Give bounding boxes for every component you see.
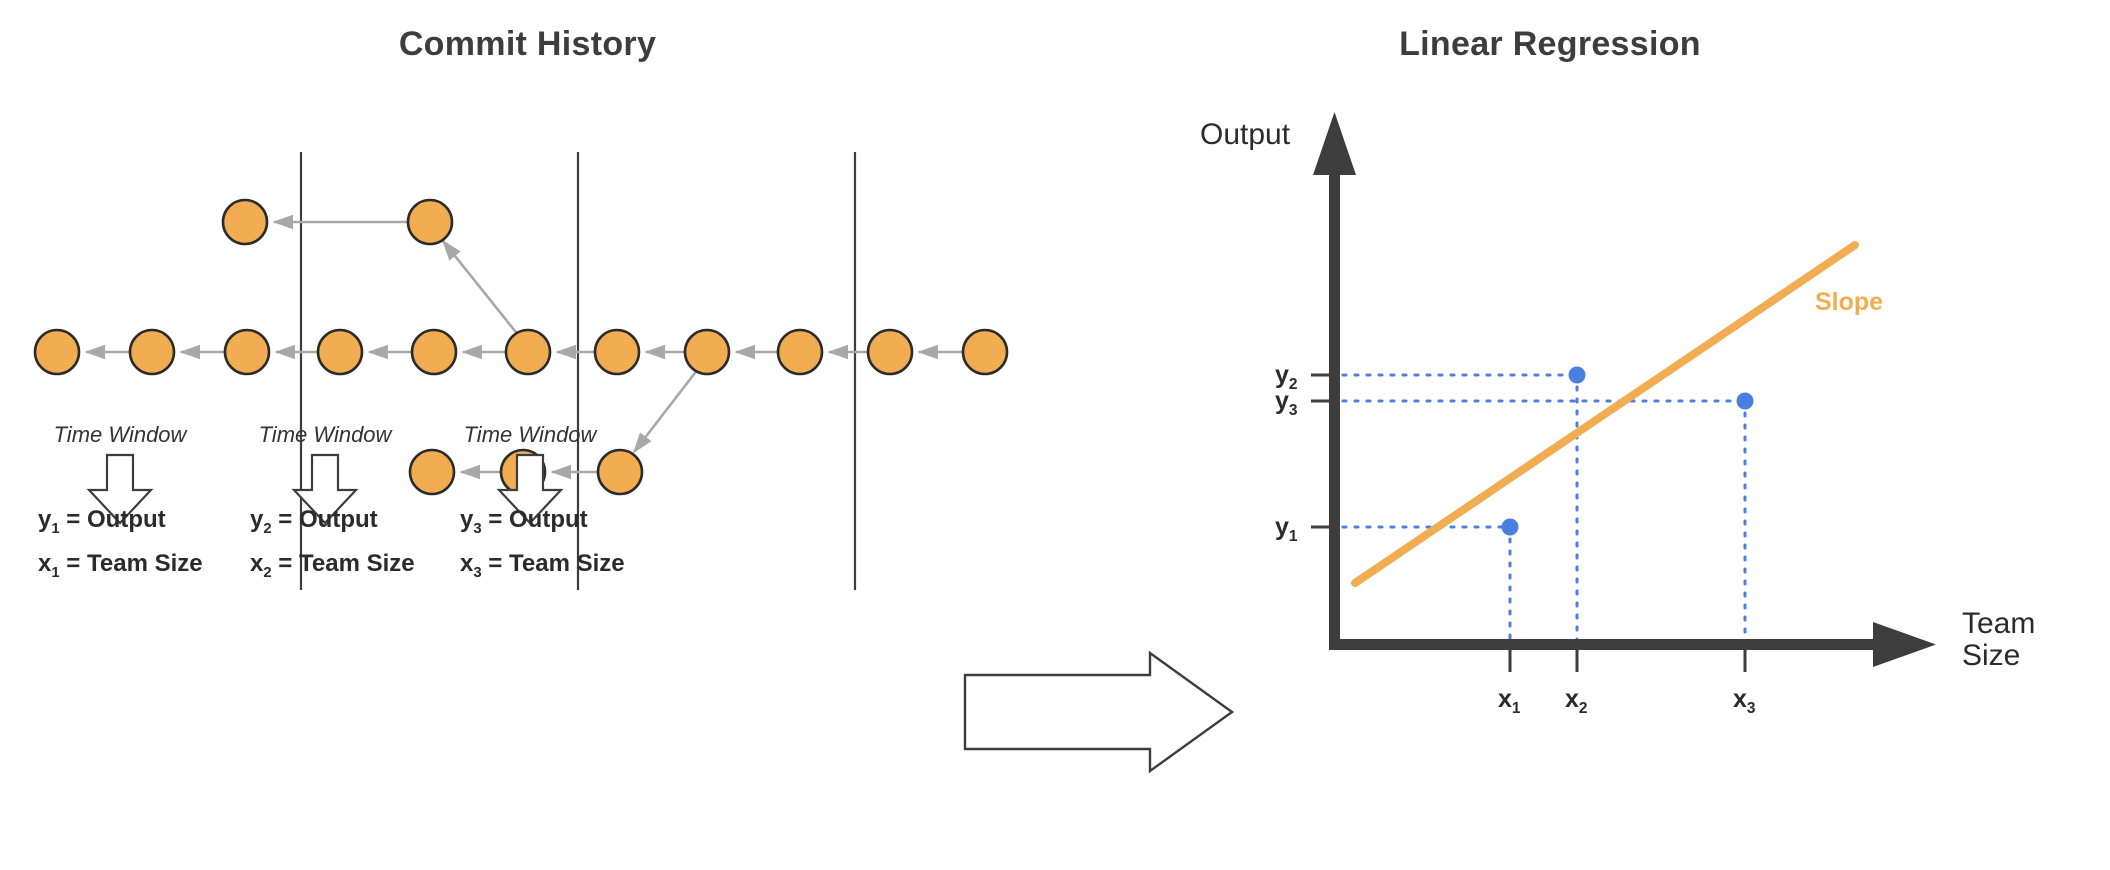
commit-edge-merge-up — [441, 239, 521, 337]
commit-node[interactable] — [961, 328, 1009, 376]
y-tick-label-y1: y1 — [1275, 513, 1298, 546]
equation-x1-subscript: 1 — [51, 564, 60, 581]
data-point-2[interactable] — [1568, 366, 1586, 384]
data-point-3[interactable] — [1736, 392, 1754, 410]
guide-lines-horizontal — [1341, 373, 1747, 529]
x-tick-label-x2-sub: 2 — [1578, 700, 1588, 718]
commit-node[interactable] — [683, 328, 731, 376]
commit-node[interactable] — [33, 328, 81, 376]
equation-y2: y2 = Output — [250, 506, 378, 537]
time-window-label-1: Time Window — [53, 422, 187, 447]
y-axis-arrow-icon — [1313, 112, 1356, 175]
equation-x2: x2 = Team Size — [250, 550, 415, 581]
equation-y3: y3 = Output — [460, 506, 588, 537]
y-tick-label-y1-sub: 1 — [1288, 528, 1298, 546]
y-axis-ticks — [1311, 373, 1334, 529]
commit-edge-merge-down — [632, 368, 700, 454]
guide-lines-vertical — [1508, 373, 1747, 647]
arrow-right-icon — [963, 650, 1235, 774]
commit-edges-lower-branch — [459, 368, 700, 480]
commit-node[interactable] — [406, 198, 454, 246]
equation-x1-text: = Team Size — [59, 550, 203, 577]
equation-y3-subscript: 3 — [473, 520, 482, 537]
chart-axes — [1313, 112, 1936, 667]
y-tick-label-y1-var: y — [1275, 513, 1289, 541]
commit-node[interactable] — [593, 328, 641, 376]
commit-node[interactable] — [410, 328, 458, 376]
down-block-arrows — [86, 453, 564, 525]
x-tick-label-x3-var: x — [1733, 685, 1747, 713]
equation-x3: x3 = Team Size — [460, 550, 625, 581]
commit-node[interactable] — [221, 198, 269, 246]
commit-node[interactable] — [776, 328, 824, 376]
x-tick-label-x3-sub: 3 — [1746, 700, 1756, 718]
commit-node[interactable] — [223, 328, 271, 376]
x-tick-label-x2: x2 — [1565, 685, 1588, 718]
y-tick-label-y3-sub: 3 — [1288, 402, 1298, 420]
equation-y2-var: y — [250, 506, 264, 533]
commit-node[interactable] — [504, 328, 552, 376]
linear-regression-chart — [1311, 112, 1936, 672]
equation-x3-text: = Team Size — [481, 550, 625, 577]
y-tick-label-y3-var: y — [1275, 387, 1289, 415]
x-axis-ticks — [1508, 650, 1747, 672]
equation-y2-text: = Output — [271, 506, 378, 533]
equation-x2-subscript: 2 — [263, 564, 272, 581]
y-axis-line — [1329, 160, 1340, 650]
x-tick-label-x2-var: x — [1565, 685, 1579, 713]
equation-x3-var: x — [460, 550, 474, 577]
equation-y1-subscript: 1 — [51, 520, 60, 537]
commit-nodes-upper-branch — [221, 198, 454, 246]
equation-y3-var: y — [460, 506, 474, 533]
time-window-dividers — [299, 152, 857, 590]
commit-node[interactable] — [596, 448, 644, 496]
x-tick-label-x1-sub: 1 — [1511, 700, 1521, 718]
equation-x3-subscript: 3 — [473, 564, 482, 581]
data-point-1[interactable] — [1501, 518, 1519, 536]
equation-y1-text: = Output — [59, 506, 166, 533]
equation-x2-var: x — [250, 550, 264, 577]
down-arrow-icon — [496, 453, 564, 525]
time-window-label-2: Time Window — [258, 422, 392, 447]
page-title-linear-regression: Linear Regression — [1399, 25, 1701, 63]
down-arrow-icon — [291, 453, 359, 525]
y-tick-label-y2-var: y — [1275, 361, 1289, 389]
equation-y2-subscript: 2 — [263, 520, 272, 537]
commit-history-graph — [33, 152, 1009, 590]
x-axis-title-line1: Team — [1962, 607, 2036, 640]
x-axis-line — [1329, 639, 1889, 650]
x-tick-label-x1: x1 — [1498, 685, 1521, 718]
regression-line — [1351, 241, 1859, 587]
transition-block-arrow — [963, 650, 1235, 774]
slope-annotation-label: Slope — [1815, 288, 1884, 316]
equation-y1: y1 = Output — [38, 506, 166, 537]
commit-node[interactable] — [128, 328, 176, 376]
commit-node[interactable] — [408, 448, 456, 496]
commit-node[interactable] — [316, 328, 364, 376]
y-tick-label-y3: y3 — [1275, 387, 1298, 420]
equation-x1-var: x — [38, 550, 52, 577]
y-tick-label-y2: y2 — [1275, 361, 1298, 394]
x-tick-label-x3: x3 — [1733, 685, 1756, 718]
page-title-commit-history: Commit History — [398, 25, 657, 63]
x-axis-arrow-icon — [1873, 622, 1936, 667]
x-axis-title-line2: Size — [1962, 639, 2021, 673]
time-window-label-3: Time Window — [463, 422, 597, 447]
equation-x2-text: = Team Size — [271, 550, 415, 577]
equation-x1: x1 = Team Size — [38, 550, 203, 581]
data-points — [1501, 366, 1754, 536]
down-arrow-icon — [86, 453, 154, 525]
commit-node[interactable] — [866, 328, 914, 376]
y-tick-label-y2-sub: 2 — [1288, 376, 1298, 394]
x-tick-label-x1-var: x — [1498, 685, 1512, 713]
commit-nodes-main — [33, 328, 1009, 376]
equation-y1-var: y — [38, 506, 52, 533]
commit-edges-upper-branch — [272, 214, 521, 337]
x-axis-title: Team Size — [1962, 607, 2092, 673]
y-axis-title: Output — [1200, 118, 1291, 151]
equation-y3-text: = Output — [481, 506, 588, 533]
